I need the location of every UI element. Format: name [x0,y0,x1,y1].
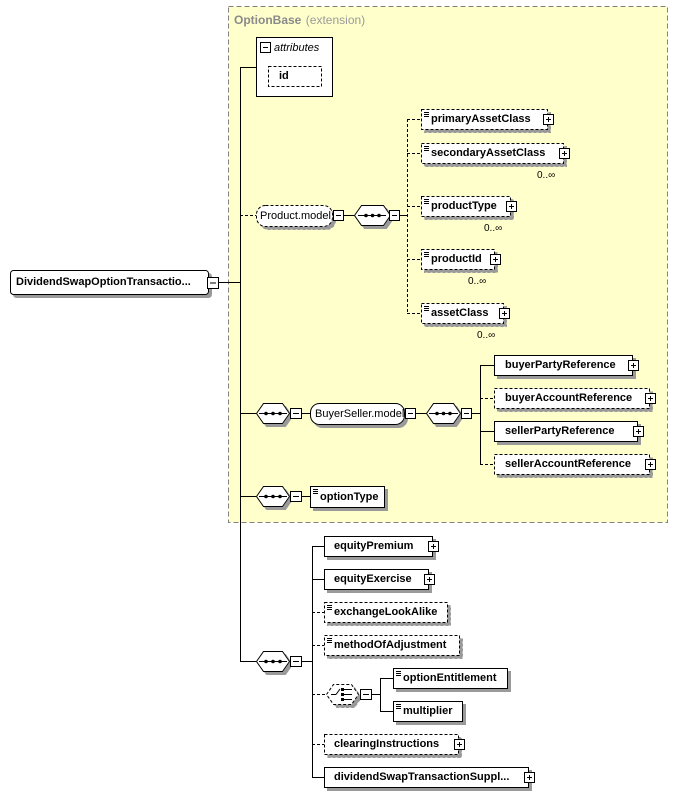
root-collapse-icon[interactable] [207,277,219,289]
transaction-sequence-collapse-icon[interactable] [290,656,302,667]
product-type-label: productType [431,200,497,212]
seller-party-reference-expand-icon[interactable] [633,426,644,437]
choice-collapse-icon[interactable] [360,689,372,700]
option-base-title: OptionBase [234,13,302,27]
asset-class-label: assetClass [431,307,489,319]
product-model-label: Product.model [260,210,331,222]
buyer-party-reference-label: buyerPartyReference [505,359,616,371]
equity-premium-label: equityPremium [334,540,414,552]
primary-asset-class-expand-icon[interactable] [543,114,554,125]
option-entitlement-element-box[interactable] [393,668,508,689]
equity-premium-expand-icon[interactable] [428,541,439,552]
asset-class-element-box[interactable] [421,303,507,327]
product-type-expand-icon[interactable] [506,201,517,212]
asset-class-occurrence: 0..∞ [477,330,496,341]
option-type-label[interactable]: optionType [320,491,379,503]
product-model-collapse-icon[interactable] [333,210,344,221]
buyer-seller-model-label: BuyerSeller.model [315,408,405,420]
product-type-occurrence: 0..∞ [484,223,503,234]
equity-exercise-expand-icon[interactable] [424,574,435,585]
asset-class-expand-icon[interactable] [499,308,510,319]
product-id-label: productId [431,253,482,265]
multiplier-label: multiplier [403,705,453,717]
buyer-account-reference-label: buyerAccountReference [505,392,633,404]
product-id-expand-icon[interactable] [490,254,501,265]
product-model-group-box[interactable] [256,205,333,227]
clearing-instructions-element-box[interactable] [324,734,459,755]
method-of-adjustment-label: methodOfAdjustment [334,639,447,651]
seller-party-reference-label: sellerPartyReference [505,425,615,437]
equity-exercise-label: equityExercise [334,573,412,585]
exchange-look-alike-label: exchangeLookAlike [334,606,438,618]
attributes-label: attributes [274,42,320,54]
buyer-seller-outer-collapse-icon[interactable] [290,408,302,419]
product-id-element-box[interactable] [421,249,498,273]
secondary-asset-class-occurrence: 0..∞ [537,170,556,181]
buyer-seller-outer-sequence-icon [255,403,291,424]
secondary-asset-class-label: secondaryAssetClass [431,147,546,159]
product-id-occurrence: 0..∞ [468,276,487,287]
clearing-instructions-label: clearingInstructions [334,738,440,750]
choice-icon [325,684,360,705]
attribute-id[interactable]: id [279,70,289,82]
option-type-sequence-icon [255,486,291,507]
buyer-seller-sequence-icon [425,403,462,424]
buyer-seller-model-collapse-icon[interactable] [405,408,416,419]
primary-asset-class-label: primaryAssetClass [431,113,531,125]
buyer-seller-sequence-collapse-icon[interactable] [461,408,472,419]
dividend-swap-transaction-supplement-expand-icon[interactable] [524,772,535,783]
seller-account-reference-expand-icon[interactable] [645,459,656,470]
root-element-label: DividendSwapOptionTransactio... [16,276,191,288]
product-model-sequence-collapse-icon[interactable] [389,210,400,221]
connector-lines [219,67,494,778]
multiplier-element-box[interactable] [393,701,463,722]
attributes-collapse-icon[interactable] [260,42,271,53]
seller-account-reference-label: sellerAccountReference [505,458,631,470]
buyer-account-reference-expand-icon[interactable] [645,393,656,404]
option-entitlement-label: optionEntitlement [403,672,497,684]
option-type-sequence-collapse-icon[interactable] [290,491,302,502]
secondary-asset-class-element-box[interactable] [421,143,567,167]
buyer-seller-model-group-box[interactable] [310,403,405,425]
clearing-instructions-expand-icon[interactable] [454,739,465,750]
method-of-adjustment-element-box[interactable] [324,635,460,656]
product-model-sequence-icon [353,205,392,226]
buyer-party-reference-expand-icon[interactable] [628,360,639,371]
secondary-asset-class-expand-icon[interactable] [559,148,570,159]
dividend-swap-transaction-supplement-label: dividendSwapTransactionSuppl... [334,771,510,783]
product-type-element-box[interactable] [421,196,514,220]
transaction-sequence-icon [255,651,291,672]
exchange-look-alike-element-box[interactable] [324,602,448,623]
option-base-subtitle: (extension) [305,13,366,27]
option-type-element-box[interactable] [310,486,385,508]
